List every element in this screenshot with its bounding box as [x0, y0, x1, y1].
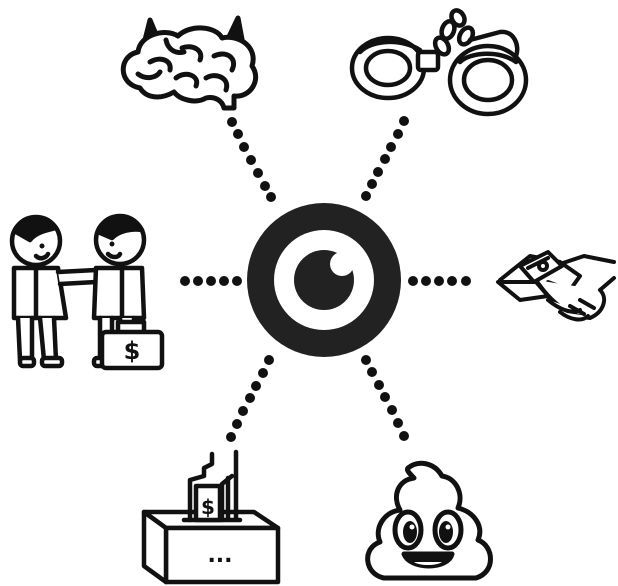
connector-left: [180, 276, 242, 286]
connector-top-right: [361, 116, 409, 201]
bribe-people-icon: $: [12, 216, 162, 368]
ballot-dollar-sign: $: [201, 495, 215, 519]
ballot-box-label: ...: [207, 543, 232, 568]
ballot-box-money-icon: $ ...: [144, 452, 278, 582]
connector-top-left: [227, 117, 276, 202]
poop-emoji-icon: [368, 463, 491, 578]
handcuffs-icon: [352, 8, 526, 114]
devil-brain-icon: [123, 18, 255, 108]
connector-right: [408, 276, 471, 286]
briefcase-dollar-sign: $: [124, 337, 141, 365]
handshake-money-icon: [498, 252, 614, 319]
eye-icon: [247, 203, 401, 357]
connector-bottom-right: [361, 355, 409, 441]
connector-bottom-left: [226, 355, 274, 442]
